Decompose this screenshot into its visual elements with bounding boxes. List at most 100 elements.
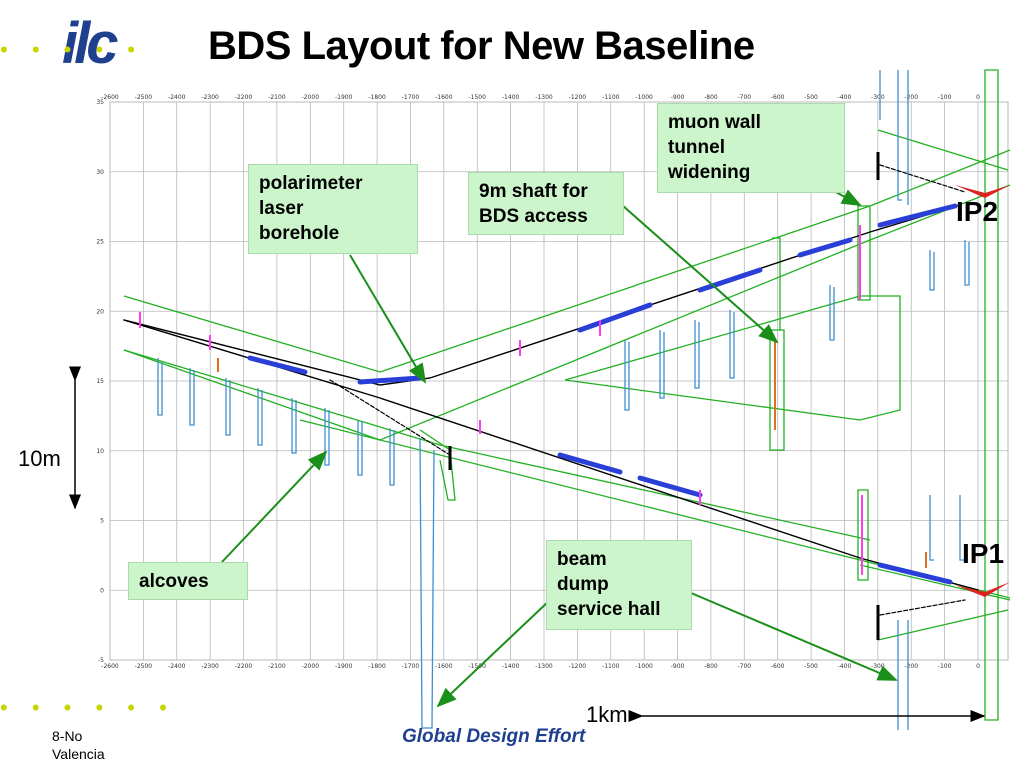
x-tick-label: -100	[938, 663, 952, 670]
magnet-strings	[247, 203, 958, 585]
x-tick-label: 0	[976, 94, 980, 101]
alcove-up-7	[964, 240, 970, 286]
x-tick-label: -1400	[502, 663, 520, 670]
axis-ticks: -2600-2600-2500-2500-2400-2400-2300-2300…	[96, 94, 980, 670]
ip1-label: IP1	[962, 538, 1005, 569]
decorative-dots-top: • • • • •	[0, 37, 144, 62]
x-tick-label: -600	[771, 94, 785, 101]
x-tick-label: -2400	[168, 663, 186, 670]
arrow-shaft	[621, 204, 779, 344]
ip1-cross	[955, 582, 1010, 597]
muon-walls	[448, 152, 880, 640]
ip2-label: IP2	[956, 196, 999, 227]
x-tick-label: -1300	[535, 94, 553, 101]
x-tick-label: 0	[976, 663, 980, 670]
x-tick-label: -500	[804, 94, 818, 101]
x-tick-label: -900	[671, 94, 685, 101]
x-tick-label: -1100	[602, 94, 620, 101]
callout-alcoves: alcoves	[128, 562, 248, 600]
x-tick-label: -2000	[302, 663, 320, 670]
ip2-cross	[955, 185, 1010, 198]
y-tick-label: 20	[96, 308, 104, 315]
alcove-up-1	[624, 340, 630, 411]
x-tick-label: -200	[904, 663, 918, 670]
ilc-logo: ilc	[62, 11, 118, 76]
y-tick-label: 10	[96, 448, 104, 455]
x-tick-label: -800	[704, 663, 718, 670]
x-tick-label: -1700	[402, 94, 420, 101]
beamline-ip2	[123, 204, 961, 386]
callout-polarimeter: polarimeter laser borehole	[248, 164, 418, 254]
horizontal-scale-label: 1km	[586, 702, 628, 727]
magnets-ip2-e	[797, 237, 853, 258]
x-tick-label: -1500	[469, 94, 487, 101]
callout-shaft: 9m shaft for BDS access	[468, 172, 624, 235]
callout-beam-dump: beam dump service hall	[546, 540, 692, 630]
x-tick-label: -1500	[469, 663, 487, 670]
alcove-1	[157, 358, 163, 416]
alcove-7	[357, 420, 363, 476]
x-tick-label: -2200	[235, 663, 253, 670]
x-tick-label: -900	[671, 663, 685, 670]
footer-date: 8-No	[52, 728, 83, 744]
tunnel-upper-left-outer	[123, 149, 1011, 373]
x-tick-label: -2200	[235, 94, 253, 101]
y-tick-label: 25	[96, 239, 104, 246]
x-tick-label: -1800	[368, 94, 386, 101]
x-tick-label: -1900	[335, 94, 353, 101]
x-tick-label: -1100	[602, 663, 620, 670]
alcove-up-4	[729, 310, 735, 379]
tunnel-lower-inner	[123, 349, 871, 541]
x-tick-label: -200	[904, 94, 918, 101]
x-tick-label: -100	[938, 94, 952, 101]
tunnel-diverging-wedge	[564, 295, 901, 421]
arrow-dump-right	[683, 589, 898, 681]
y-tick-label: 35	[96, 99, 104, 106]
scale-bars	[69, 366, 986, 722]
x-tick-label: -1600	[435, 94, 453, 101]
shaft-box-top	[772, 237, 781, 330]
magnets-ip1-a	[557, 452, 623, 475]
marker-ticks	[139, 225, 863, 575]
x-tick-label: -600	[771, 663, 785, 670]
beamline-ip1-out	[879, 599, 966, 616]
hall-right2	[877, 609, 1009, 641]
x-tick-label: -1000	[635, 94, 653, 101]
page-title: BDS Layout for New Baseline	[208, 24, 755, 68]
alcove-up-3	[694, 320, 700, 389]
alcove-4	[257, 388, 263, 446]
x-tick-label: -1600	[435, 663, 453, 670]
x-tick-label: -2600	[101, 663, 119, 670]
muon-wall-lower	[857, 489, 869, 581]
dump-stub	[419, 429, 456, 501]
x-tick-label: -1000	[635, 663, 653, 670]
alcove-up-5	[829, 285, 835, 341]
x-tick-label: -800	[704, 94, 718, 101]
x-tick-label: -400	[838, 663, 852, 670]
x-tick-label: -1900	[335, 663, 353, 670]
x-tick-label: -700	[737, 94, 751, 101]
ip-hall	[984, 69, 999, 721]
x-tick-label: -400	[838, 94, 852, 101]
orange-ticks	[217, 340, 927, 568]
magnets-ip2-c	[577, 302, 653, 333]
alcove-low-1	[929, 495, 934, 561]
alcove-up-6	[929, 250, 935, 291]
decorative-dots-bottom: • • • • • •	[0, 695, 176, 720]
x-tick-label: -1200	[569, 94, 587, 101]
y-tick-label: 30	[96, 169, 104, 176]
shaft-box	[769, 329, 785, 451]
x-tick-label: -1400	[502, 94, 520, 101]
x-tick-label: -2000	[302, 94, 320, 101]
y-tick-label: 0	[100, 587, 104, 594]
footer-place: Valencia	[52, 746, 105, 762]
y-tick-label: 5	[100, 518, 104, 525]
y-tick-label: -5	[98, 657, 104, 664]
x-tick-label: -300	[871, 663, 885, 670]
x-tick-label: -2100	[268, 663, 286, 670]
dump-hall-shaft	[419, 437, 435, 729]
footer-title: Global Design Effort	[402, 726, 586, 747]
arrow-dump-left	[436, 599, 551, 708]
x-tick-label: -2100	[268, 94, 286, 101]
